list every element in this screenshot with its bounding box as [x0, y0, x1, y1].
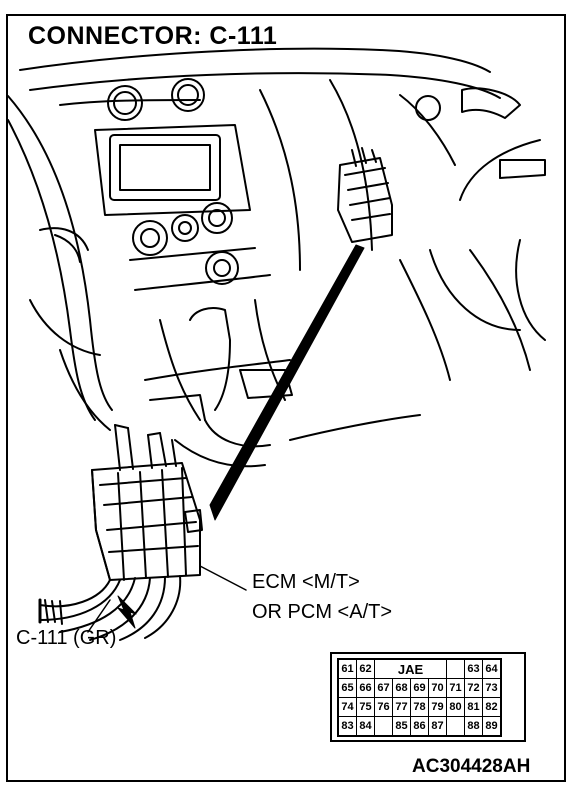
pin-cell: 62 [356, 658, 375, 679]
pin-cell: 63 [464, 658, 483, 679]
connector-label: C-111 (GR) [16, 627, 117, 649]
arrow-to-connector [117, 595, 137, 629]
pcm-label: OR PCM <A/T> [252, 601, 393, 623]
diagram-frame [6, 14, 566, 782]
pin-cell: 72 [464, 678, 483, 698]
pin-cell: 82 [482, 697, 502, 717]
ecm-mounted-drawing [337, 147, 393, 243]
figure-id: AC304428AH [412, 756, 531, 777]
pin-cell: 83 [337, 716, 357, 737]
pin-cell: 86 [410, 716, 429, 737]
ecm-label: ECM <M/T> [252, 571, 360, 593]
pin-cell: 87 [428, 716, 447, 737]
pin-cell: 77 [392, 697, 411, 717]
pin-cell: 79 [428, 697, 447, 717]
connector-maker-label: JAE [374, 658, 447, 679]
pin-cell: 73 [482, 678, 502, 698]
pin-cell-empty [374, 716, 393, 737]
pin-cell: 76 [374, 697, 393, 717]
pin-cell: 89 [482, 716, 502, 737]
pin-cell: 70 [428, 678, 447, 698]
connector-leader-line [87, 599, 111, 633]
page-title: CONNECTOR: C-111 [28, 22, 278, 50]
connector-closeup-drawing [38, 424, 203, 641]
callout-wedge [209, 244, 365, 521]
pin-cell: 71 [446, 678, 465, 698]
pin-cell: 84 [356, 716, 375, 737]
pin-cell: 75 [356, 697, 375, 717]
pin-cell: 61 [337, 658, 357, 679]
connector-face-box [330, 652, 526, 742]
pin-cell: 80 [446, 697, 465, 717]
steering-wheel-drawing [7, 95, 113, 421]
pin-cell: 69 [410, 678, 429, 698]
pin-cell-empty [446, 716, 465, 737]
ecm-leader-line [199, 565, 247, 591]
pin-cell: 65 [337, 678, 357, 698]
pin-cell: 64 [482, 658, 502, 679]
pin-cell: 85 [392, 716, 411, 737]
pin-cell: 88 [464, 716, 483, 737]
pin-cell: 68 [392, 678, 411, 698]
pin-cell: 67 [374, 678, 393, 698]
pin-cell: 74 [337, 697, 357, 717]
pin-cell: 66 [356, 678, 375, 698]
pin-cell-empty [446, 659, 465, 679]
pin-cell: 78 [410, 697, 429, 717]
pin-cell: 81 [464, 697, 483, 717]
dashboard-drawing [19, 47, 546, 468]
